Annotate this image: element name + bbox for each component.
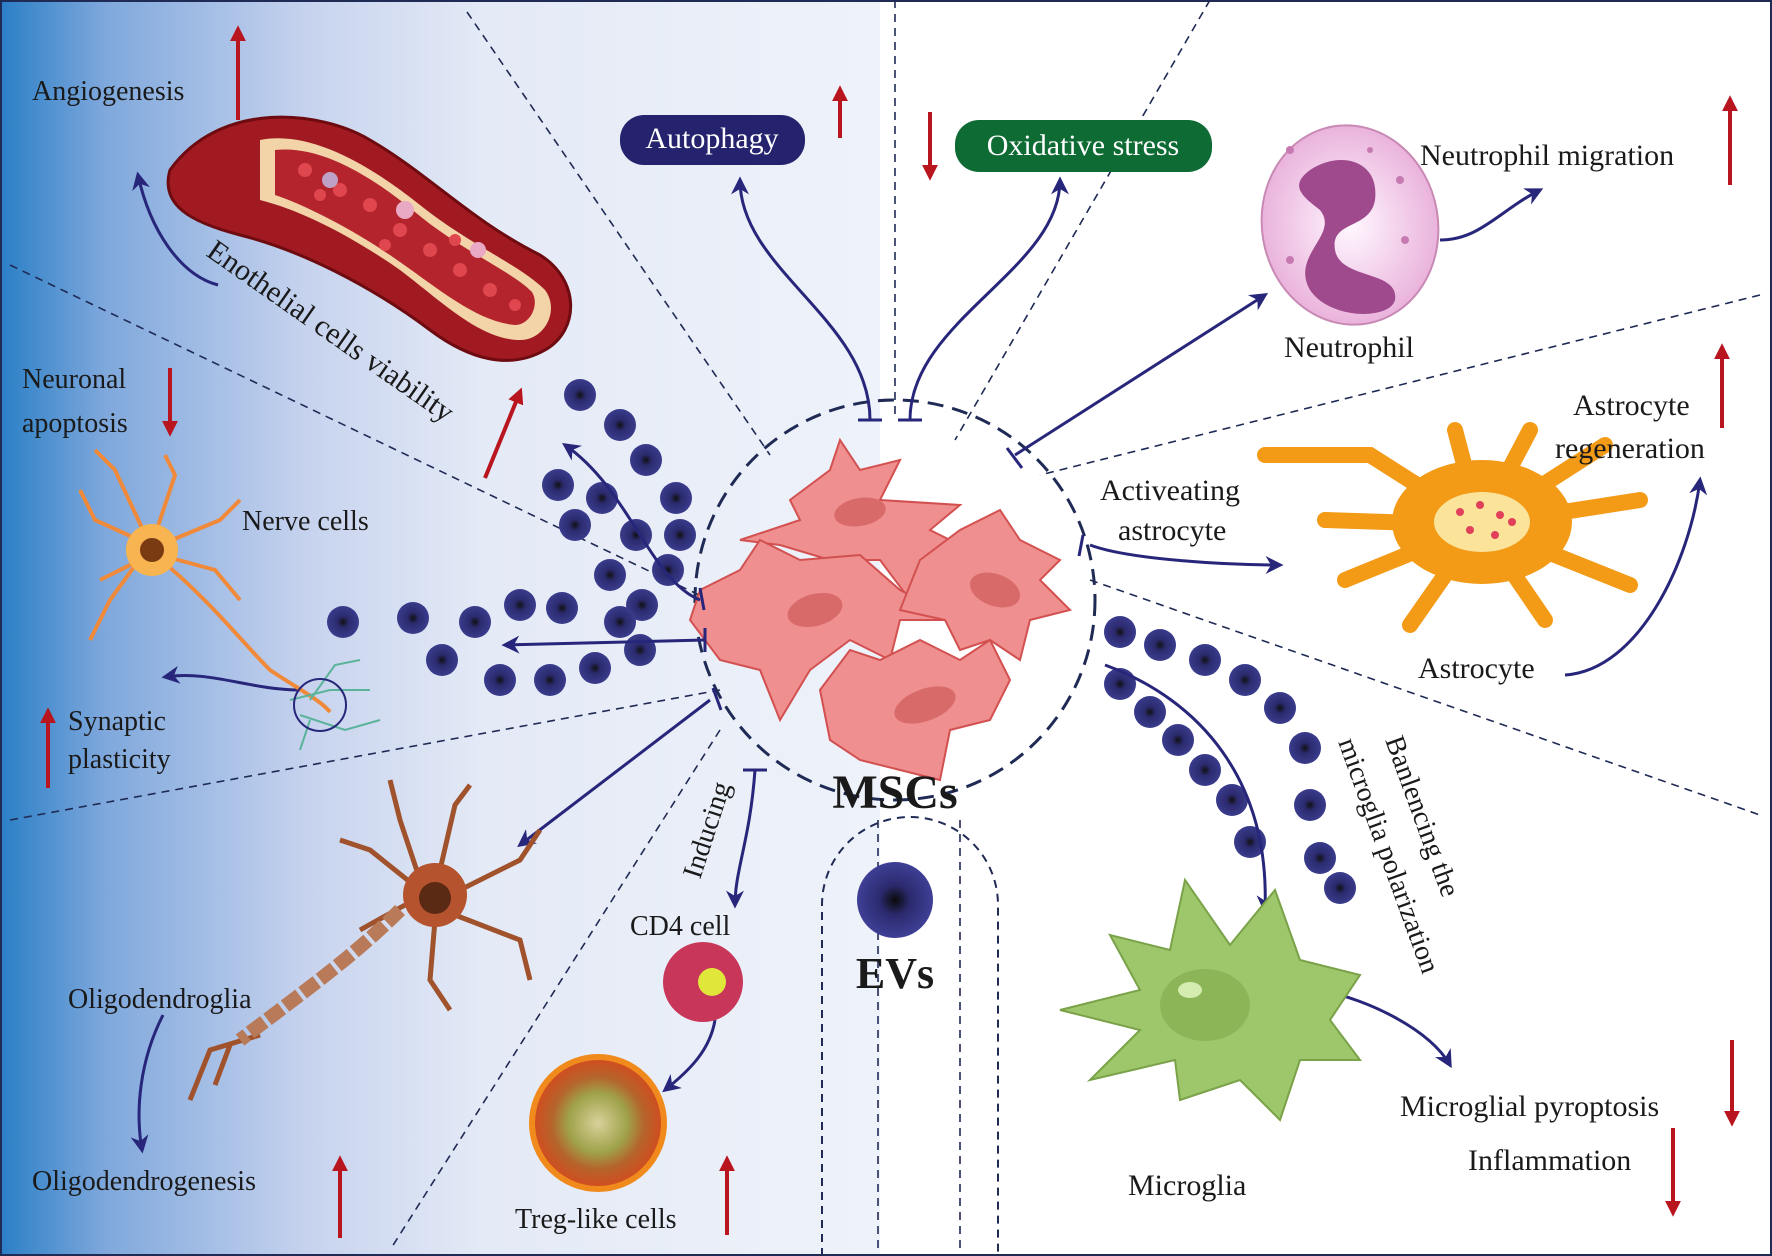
activating-line1: Activeating <box>1100 474 1240 507</box>
autophagy-label: Autophagy <box>645 122 778 155</box>
astrocyte-regeneration-line2: regeneration <box>1555 432 1705 465</box>
oligodendroglia-label: Oligodendroglia <box>68 984 252 1015</box>
inflammation-label: Inflammation <box>1468 1144 1631 1177</box>
nerve-cells-label: Nerve cells <box>242 506 369 537</box>
blood-vessel-illustration <box>166 115 573 362</box>
msc-label: MSCs <box>832 766 957 819</box>
ev-dots <box>327 379 1356 904</box>
ev-particle <box>857 862 933 938</box>
ev-label: EVs <box>856 949 934 998</box>
activating-line2: astrocyte <box>1118 514 1226 547</box>
oxidative-pill <box>955 120 1212 172</box>
sector-dividers <box>9 0 1761 1256</box>
msc-cells <box>688 398 1097 802</box>
synaptic-line2: plasticity <box>68 744 171 775</box>
cd4-label: CD4 cell <box>630 911 731 942</box>
neutrophil-label: Neutrophil <box>1284 331 1414 364</box>
cd4-cell-illustration <box>663 942 743 1022</box>
astrocyte-label: Astrocyte <box>1418 652 1535 685</box>
treg-cell-illustration <box>529 1054 667 1192</box>
msc-dashed-circle <box>693 398 1097 802</box>
inhibition-bars <box>698 418 1085 772</box>
angiogenesis-label: Angiogenesis <box>32 76 184 107</box>
ev-capsule <box>821 816 999 1256</box>
navy-arrows <box>130 171 1708 1154</box>
treg-label: Treg-like cells <box>515 1204 677 1235</box>
synaptic-line1: Synaptic <box>68 706 166 737</box>
pyroptosis-label: Microglial pyroptosis <box>1400 1090 1659 1123</box>
astrocyte-illustration <box>1257 422 1648 633</box>
nerve-cell-illustration <box>78 448 381 751</box>
neuronal-apoptosis-line2: apoptosis <box>22 408 128 439</box>
oxidative-label: Oxidative stress <box>987 129 1179 162</box>
autophagy-pill <box>620 115 805 165</box>
neutrophil-illustration <box>1260 124 1440 326</box>
astrocyte-regeneration-line1: Astrocyte <box>1573 389 1690 422</box>
oligodendroglia-illustration <box>187 779 543 1101</box>
oligodendrogenesis-label: Oligodendrogenesis <box>32 1166 256 1197</box>
microglia-label: Microglia <box>1128 1169 1246 1202</box>
neuronal-apoptosis-line1: Neuronal <box>22 364 126 395</box>
red-arrows <box>40 25 1740 1238</box>
neutrophil-migration-label: Neutrophil migration <box>1420 139 1674 172</box>
microglia-illustration <box>1059 877 1362 1122</box>
